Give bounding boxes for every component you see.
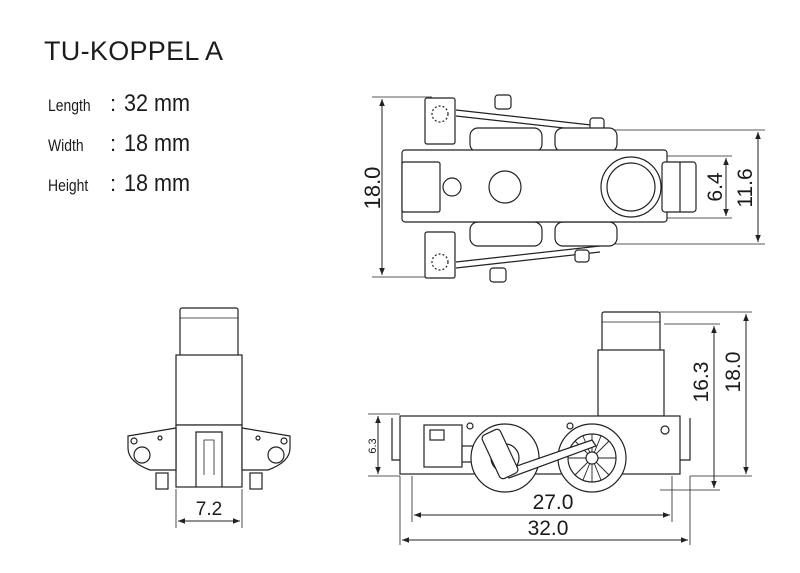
top-dimensions <box>379 99 761 275</box>
spec-width-sep: : <box>110 131 117 156</box>
front-dimensions <box>175 489 243 528</box>
spec-height-sep: : <box>110 171 117 196</box>
spec-length-label: Length <box>48 96 91 115</box>
side-view <box>391 311 691 493</box>
dim-top-inner: 6.4 <box>704 172 727 202</box>
spec-width-value: 18 mm <box>124 130 191 157</box>
spec-length-value: 32 mm <box>124 90 191 117</box>
page-title: TU-KOPPEL A <box>44 36 224 66</box>
dim-top-height: 18.0 <box>360 167 385 210</box>
dim-top-outer: 11.6 <box>734 168 757 207</box>
dim-front-width: 7.2 <box>196 499 222 520</box>
spec-height: Height:18 mm <box>48 170 197 198</box>
dim-side-small: 6.3 <box>367 438 379 453</box>
spec-length-sep: : <box>110 91 117 116</box>
spec-height-label: Height <box>48 176 89 195</box>
dim-side-body: 16.3 <box>690 362 713 403</box>
dim-side-wheelbase: 27.0 <box>533 491 574 514</box>
dim-side-total: 18.0 <box>722 352 745 393</box>
spec-length: Length:32 mm <box>48 90 197 118</box>
front-view <box>127 307 291 490</box>
side-dimensions <box>368 311 752 545</box>
top-view <box>372 94 765 283</box>
spec-width-label: Width <box>48 136 84 155</box>
dim-side-length: 32.0 <box>528 517 569 540</box>
spec-width: Width:18 mm <box>48 130 197 158</box>
spec-height-value: 18 mm <box>124 170 191 197</box>
